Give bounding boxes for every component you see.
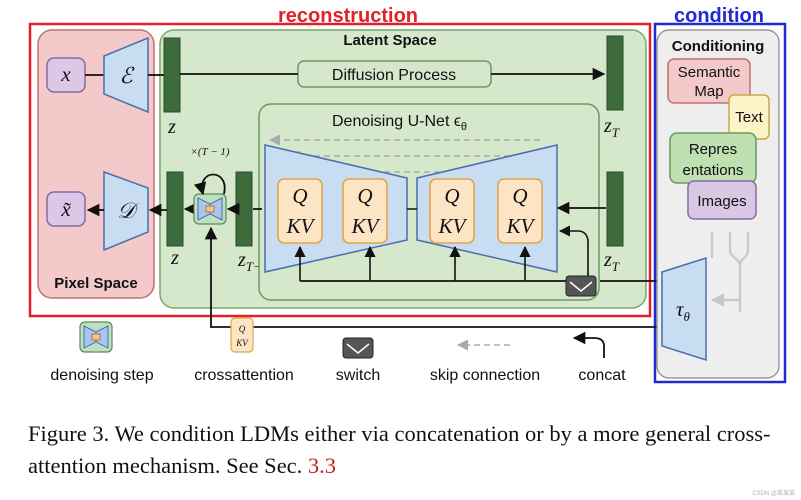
representations-line1: Repres — [689, 141, 737, 158]
crossattention-q-label-3: Q — [444, 184, 459, 208]
representations-line2: entations — [683, 162, 744, 179]
decoder-symbol: 𝒟 — [117, 198, 139, 223]
semantic-map-line2: Map — [694, 83, 723, 100]
x-tilde-output-box — [46, 191, 86, 227]
conditioning-branch-lines — [710, 232, 750, 312]
denoising-step-icon-right — [209, 197, 223, 221]
crossattention-block-3 — [429, 178, 475, 244]
repeat-label: ×(T − 1) — [190, 146, 229, 158]
crossattention-block-4 — [497, 178, 543, 244]
legend: denoising step Q KV crossattention switc… — [50, 317, 626, 384]
switch-to-concat-edge — [558, 225, 589, 276]
decoder-trapezoid — [103, 170, 149, 252]
reconstruction-title: reconstruction — [278, 5, 418, 27]
legend-kv-label: KV — [235, 338, 249, 348]
z-bottom-latent-bar — [166, 171, 184, 247]
reconstruction-frame — [28, 22, 652, 318]
legend-crossattention-label: crossattention — [194, 367, 294, 384]
condition-title: condition — [674, 5, 764, 27]
text-box-label: Text — [735, 109, 763, 126]
encoder-symbol: ℰ — [119, 63, 135, 88]
legend-switch-label: switch — [336, 367, 380, 384]
x-input-label: x — [60, 62, 71, 86]
crossattention-block-1 — [277, 178, 323, 244]
semantic-map-line1: Semantic — [678, 64, 741, 81]
crossattention-q-label-1: Q — [292, 184, 307, 208]
switch-icon-mark — [569, 281, 593, 292]
attention-blocks: Q KV Q KV Q KV Q KV — [277, 178, 543, 244]
legend-q-label: Q — [239, 324, 246, 334]
z-T-minus-1-latent-bar — [235, 171, 253, 247]
crossattention-kv-label-1: KV — [286, 214, 316, 238]
caption-section-link[interactable]: 3.3 — [307, 453, 337, 478]
latent-space-label: Latent Space — [343, 32, 436, 49]
repeat-loop-edge — [193, 173, 226, 196]
crossattention-kv-label-2: KV — [351, 214, 381, 238]
encoder-trapezoid — [103, 36, 149, 114]
legend-denoise-right — [95, 325, 109, 349]
crossattention-q-label-2: Q — [357, 184, 372, 208]
x-tilde-output-label: x̃ — [60, 197, 71, 221]
z-T-top-latent-bar — [606, 35, 624, 111]
legend-concat-arrow — [572, 331, 605, 358]
images-label: Images — [697, 193, 746, 210]
legend-crossattention-icon — [230, 317, 254, 353]
z-bottom-label: z — [170, 247, 179, 269]
z-top-latent-bar — [163, 37, 181, 113]
legend-switch-mark — [346, 343, 370, 354]
images-box — [687, 180, 757, 220]
tau-to-latent-return — [204, 226, 658, 328]
z-T-bottom-latent-bar — [606, 171, 624, 247]
caption-text: Figure 3. We condition LDMs either via c… — [28, 421, 771, 478]
legend-concat-label: concat — [578, 367, 626, 384]
denoising-step-icon-core — [205, 205, 215, 213]
diffusion-process-label: Diffusion Process — [332, 67, 456, 84]
crossattention-q-label-4: Q — [512, 184, 527, 208]
legend-skip-connection-label: skip connection — [430, 367, 540, 384]
figure-caption: Figure 3. We condition LDMs either via c… — [28, 418, 788, 482]
legend-denoise-core — [91, 333, 101, 341]
crossattention-block-2 — [342, 178, 388, 244]
watermark: CSDN @某某某 — [752, 491, 795, 497]
unet-label: Denoising U-Net ϵθ — [332, 113, 467, 133]
semantic-map-box — [667, 58, 751, 104]
tau-theta-trapezoid — [661, 256, 707, 362]
legend-denoising-step-label: denoising step — [50, 367, 153, 384]
switch-icon — [565, 275, 597, 297]
legend-switch-icon — [342, 337, 374, 359]
crossattention-kv-label-4: KV — [506, 214, 536, 238]
pixel-space-label: Pixel Space — [54, 275, 137, 292]
crossattention-kv-label-3: KV — [438, 214, 468, 238]
condition-frame — [653, 22, 787, 384]
conditioning-title: Conditioning — [672, 38, 764, 55]
z-top-label: z — [167, 116, 176, 138]
